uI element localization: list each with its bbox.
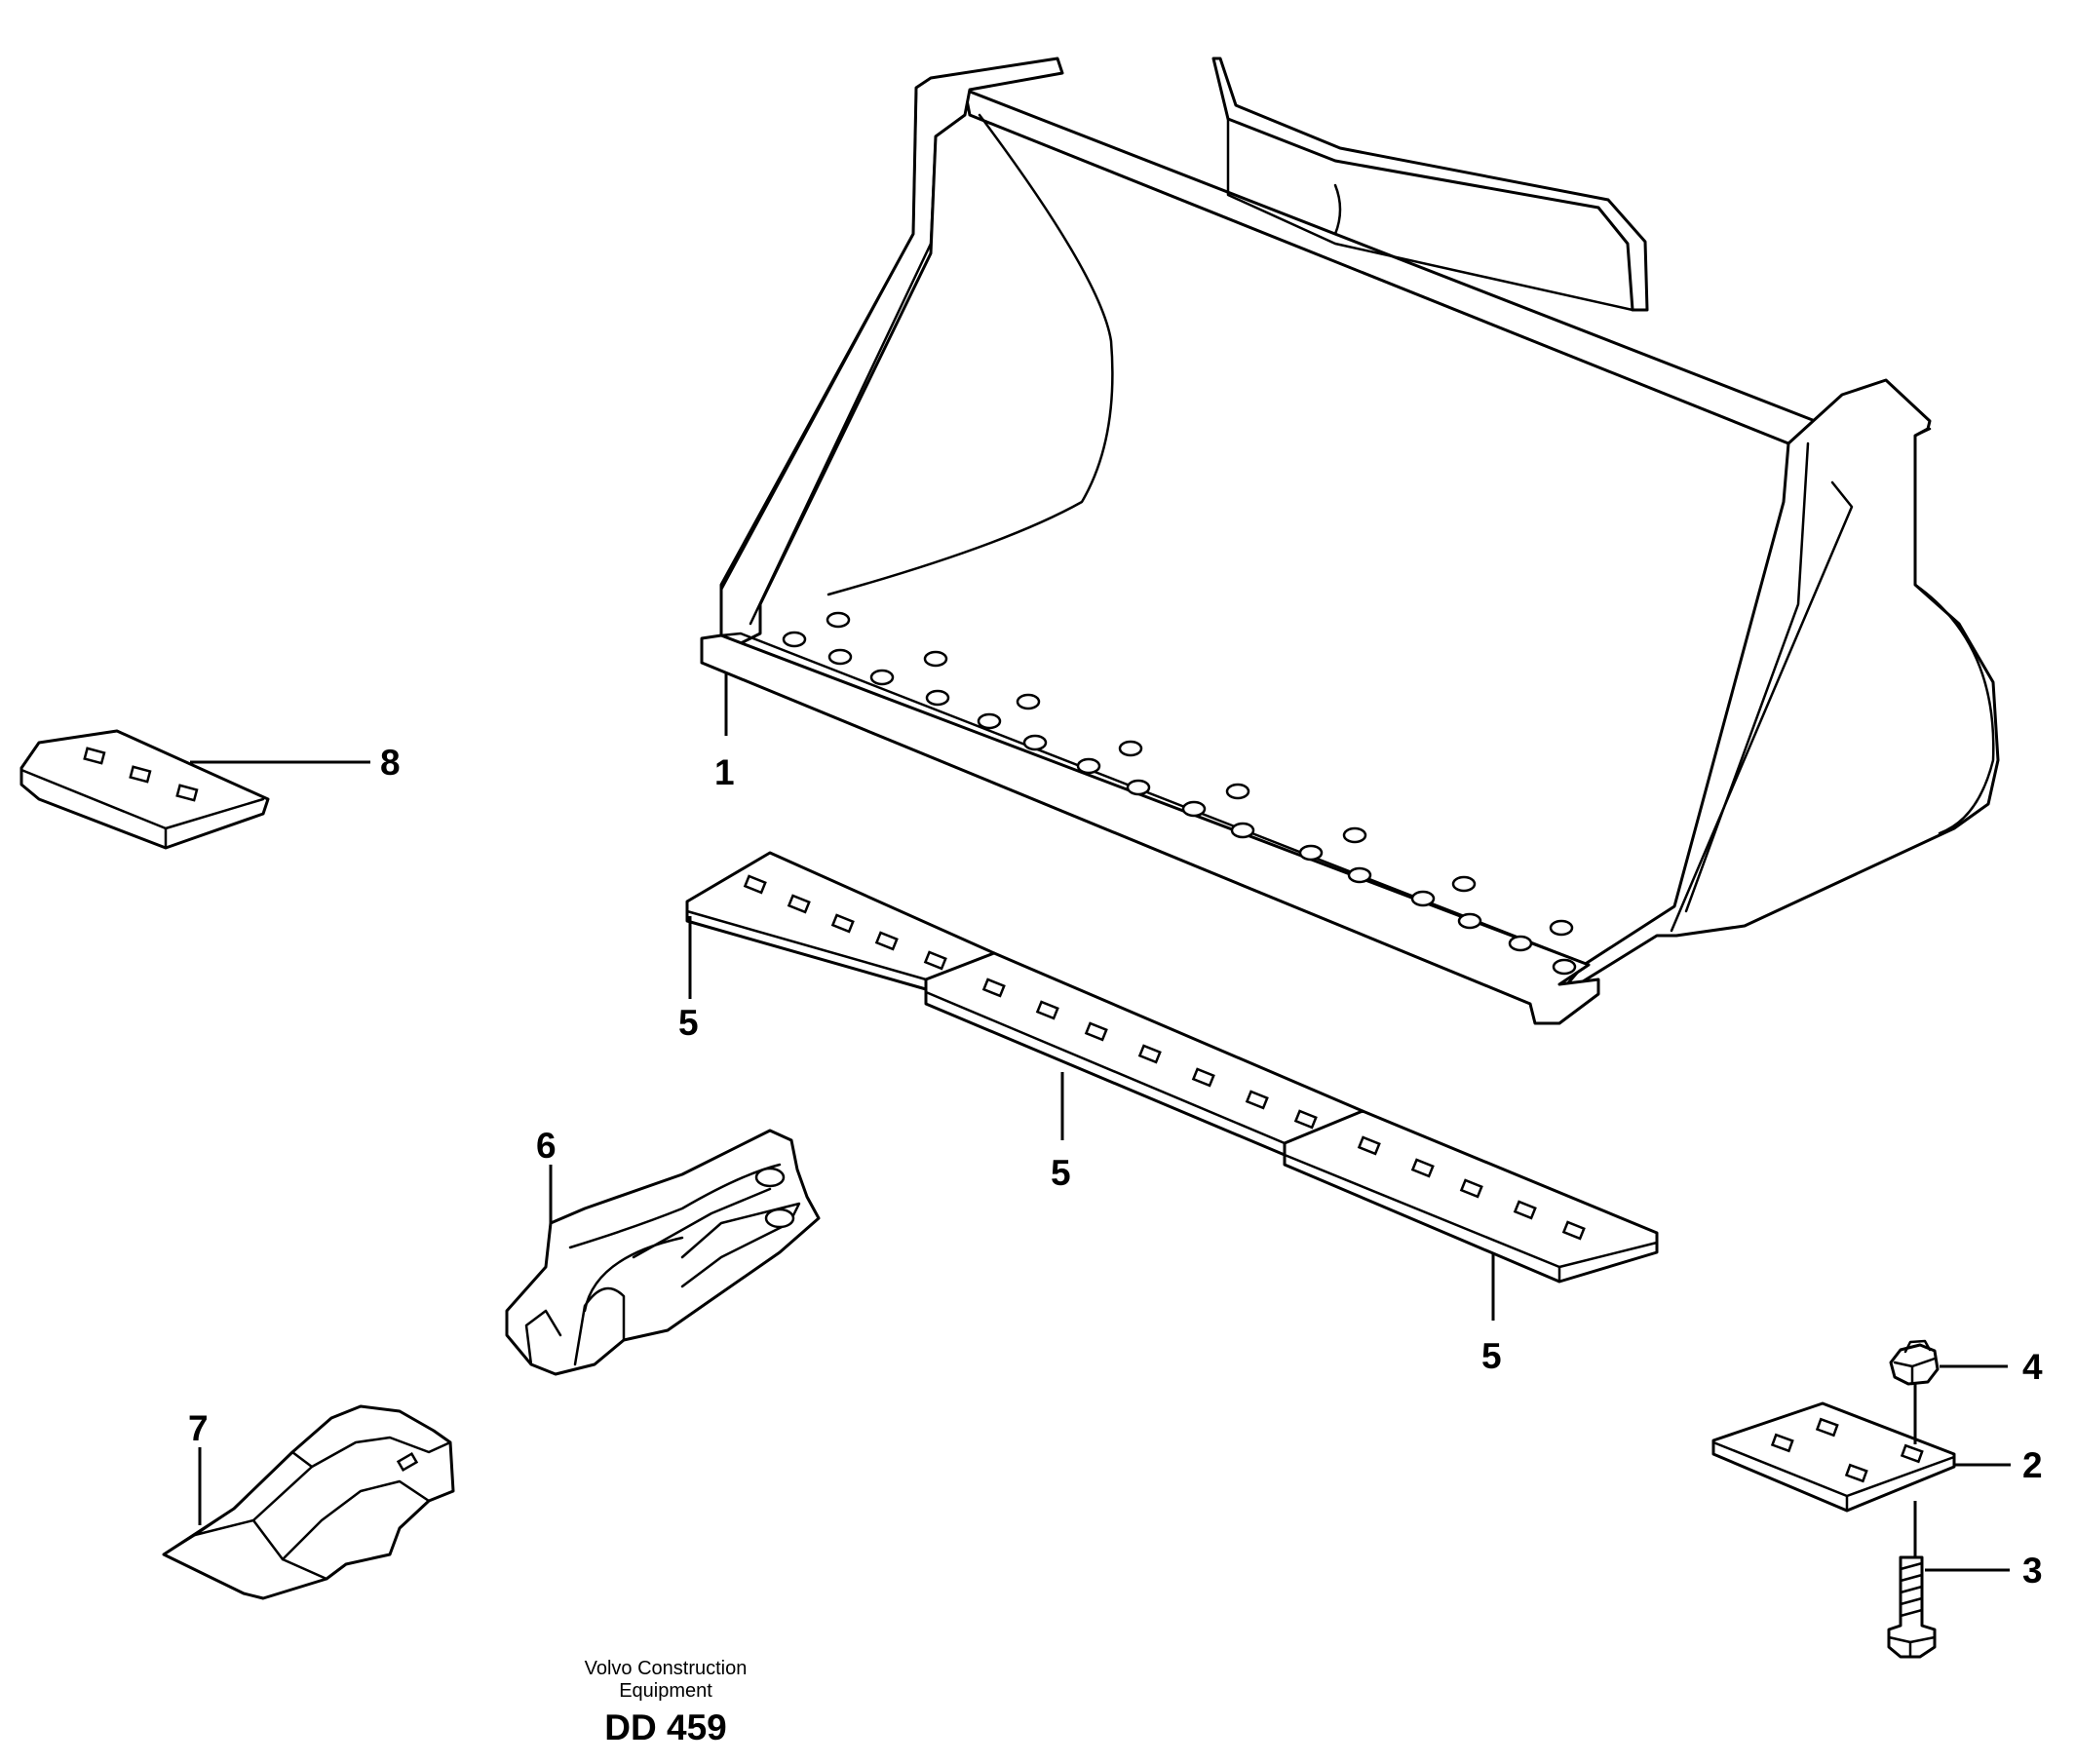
tooth-adapter-part (505, 1129, 821, 1376)
callout-wear-plate: 2 (2022, 1445, 2043, 1485)
bolt-part (1887, 1555, 1937, 1659)
drawing-code: DD 459 (604, 1707, 726, 1747)
bucket-part (700, 57, 2000, 1025)
edge-segment-right (1283, 1109, 1659, 1284)
cutting-edge-segments (685, 851, 1659, 1284)
callout-corner-segment: 8 (380, 743, 401, 783)
callout-bolt: 3 (2022, 1551, 2043, 1591)
tooth-part (162, 1404, 455, 1600)
callout-labels: 1 2 3 4 5 5 5 6 7 8 (188, 743, 2043, 1591)
corner-segment-part (19, 729, 270, 850)
callout-edge-segment-right: 5 (1481, 1336, 1502, 1376)
footer-company-line2: Equipment (619, 1680, 712, 1702)
leader-lines (190, 672, 2011, 1572)
callout-edge-segment-left: 5 (678, 1003, 699, 1043)
footer: Volvo Construction Equipment DD 459 (585, 1658, 748, 1747)
callout-tooth: 7 (188, 1408, 209, 1448)
edge-segment-holes (743, 874, 1586, 1241)
callout-edge-segment-middle: 5 (1051, 1153, 1071, 1193)
nut-part (1889, 1339, 1940, 1386)
callout-bucket: 1 (714, 752, 735, 792)
callout-nut: 4 (2022, 1347, 2043, 1387)
wear-plate-part (1711, 1401, 1956, 1513)
callout-tooth-adapter: 6 (536, 1126, 557, 1166)
bucket-bolt-holes (782, 611, 1577, 976)
footer-company-line1: Volvo Construction (585, 1658, 748, 1679)
